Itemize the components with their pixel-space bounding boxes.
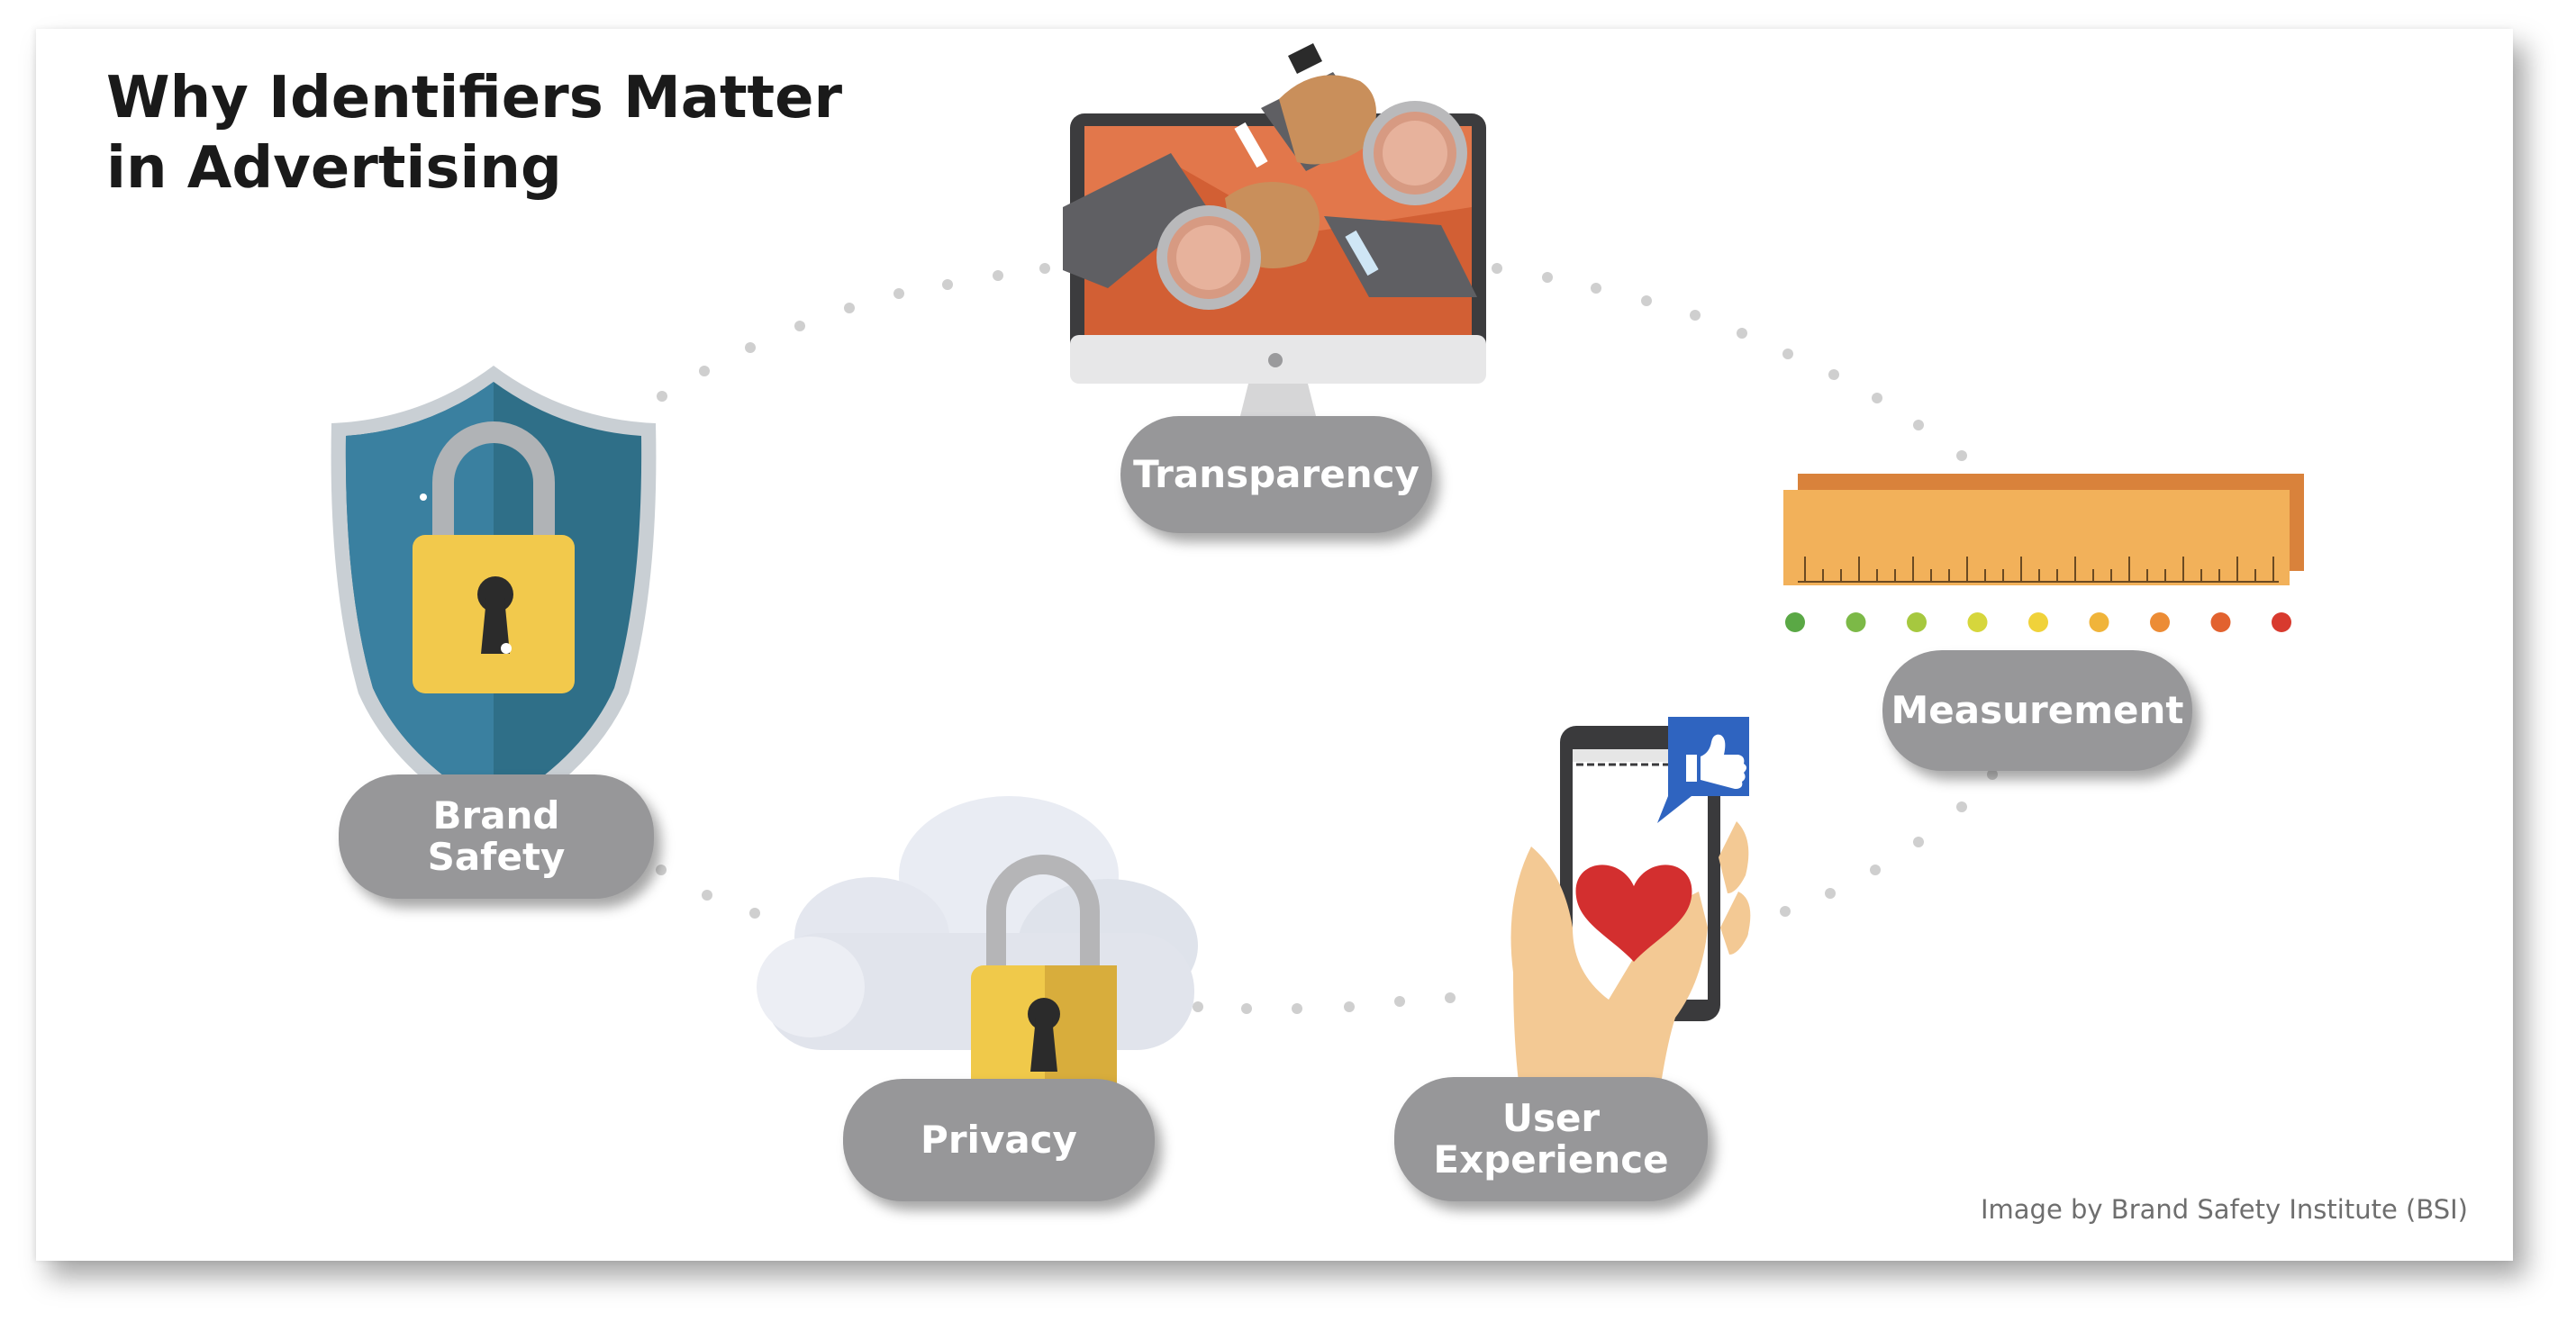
scale-dot bbox=[2089, 612, 2109, 632]
measurement-pill: Measurement bbox=[1882, 650, 2192, 771]
phone-like-icon bbox=[1510, 717, 1751, 1108]
title-line-2: in Advertising bbox=[106, 135, 562, 202]
scale-dot bbox=[2028, 612, 2048, 632]
transparency-pill: Transparency bbox=[1120, 416, 1432, 533]
scale-dot bbox=[2150, 612, 2170, 632]
user-experience-line-1: User bbox=[1501, 1096, 1601, 1140]
scale-dot bbox=[1846, 612, 1866, 632]
privacy-label: Privacy bbox=[921, 1118, 1077, 1162]
brand-safety-line-2: Safety bbox=[427, 835, 566, 879]
title-line-1: Why Identifiers Matter bbox=[106, 65, 843, 131]
scale-dot bbox=[1785, 612, 1805, 632]
brand-safety-pill: Brand Safety bbox=[339, 774, 654, 899]
scale-dot bbox=[2272, 612, 2291, 632]
shield-lock-icon bbox=[331, 366, 657, 827]
user-experience-line-2: Experience bbox=[1433, 1137, 1669, 1182]
monitor-binoculars-icon bbox=[1063, 43, 1486, 429]
scale-dot bbox=[2210, 612, 2231, 632]
measurement-label: Measurement bbox=[1891, 688, 2184, 732]
cloud-lock-icon bbox=[757, 796, 1198, 1108]
scale-dot bbox=[1907, 612, 1927, 632]
brand-safety-line-1: Brand bbox=[432, 793, 560, 838]
privacy-pill: Privacy bbox=[843, 1079, 1155, 1201]
page-title: Why Identifiers Matter in Advertising bbox=[106, 63, 842, 204]
measurement-scale-dots bbox=[1785, 612, 2291, 632]
transparency-label: Transparency bbox=[1133, 452, 1420, 496]
scale-dot bbox=[1967, 612, 1988, 632]
image-credit: Image by Brand Safety Institute (BSI) bbox=[1980, 1194, 2468, 1225]
user-experience-pill: User Experience bbox=[1394, 1077, 1708, 1201]
ruler-icon bbox=[1783, 474, 2304, 585]
